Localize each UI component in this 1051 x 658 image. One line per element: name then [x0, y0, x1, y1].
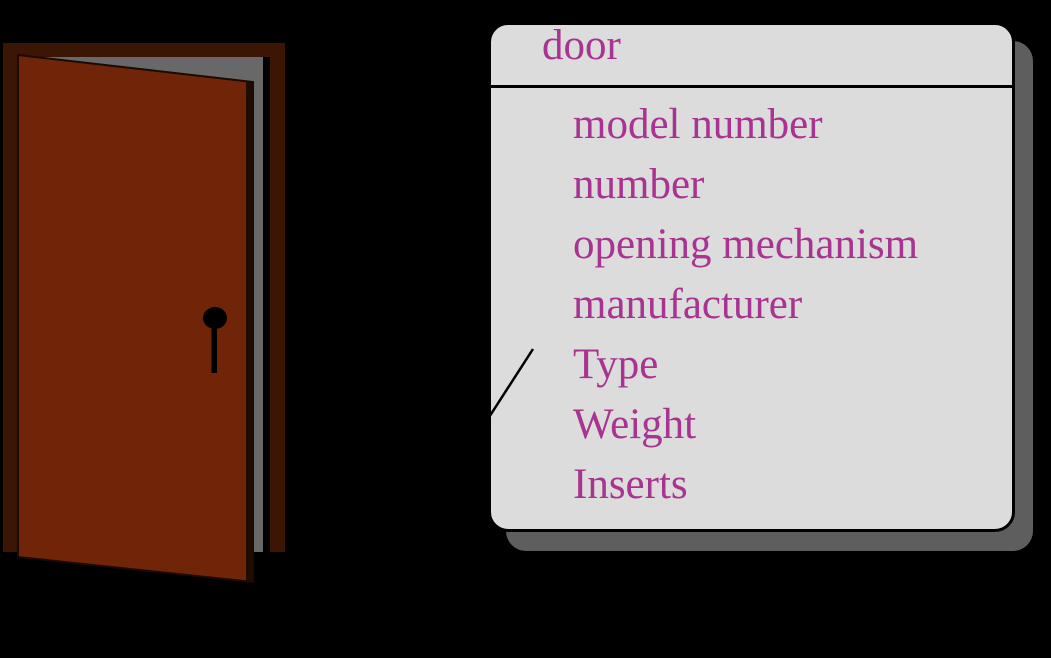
class-attribute: model number	[573, 101, 823, 148]
door-edge-shadow	[246, 80, 253, 582]
class-attribute: opening mechanism	[573, 221, 919, 268]
door-knob-stem	[211, 318, 217, 373]
class-attribute: Type	[573, 341, 659, 388]
class-title: door	[542, 22, 621, 69]
doorway-gap-shadow	[263, 57, 270, 552]
uml-class-box: door model number number opening mechanism…	[488, 22, 1015, 532]
class-attribute: number	[573, 161, 705, 208]
door-illustration	[3, 43, 285, 584]
class-attribute: Weight	[573, 401, 697, 448]
class-title-compartment: door	[491, 22, 1012, 88]
door-leaf	[18, 55, 253, 582]
class-attributes-list: model number number opening mechanism manuf…	[491, 95, 918, 515]
class-attribute: Inserts	[573, 461, 688, 508]
class-attribute: manufacturer	[573, 281, 803, 328]
